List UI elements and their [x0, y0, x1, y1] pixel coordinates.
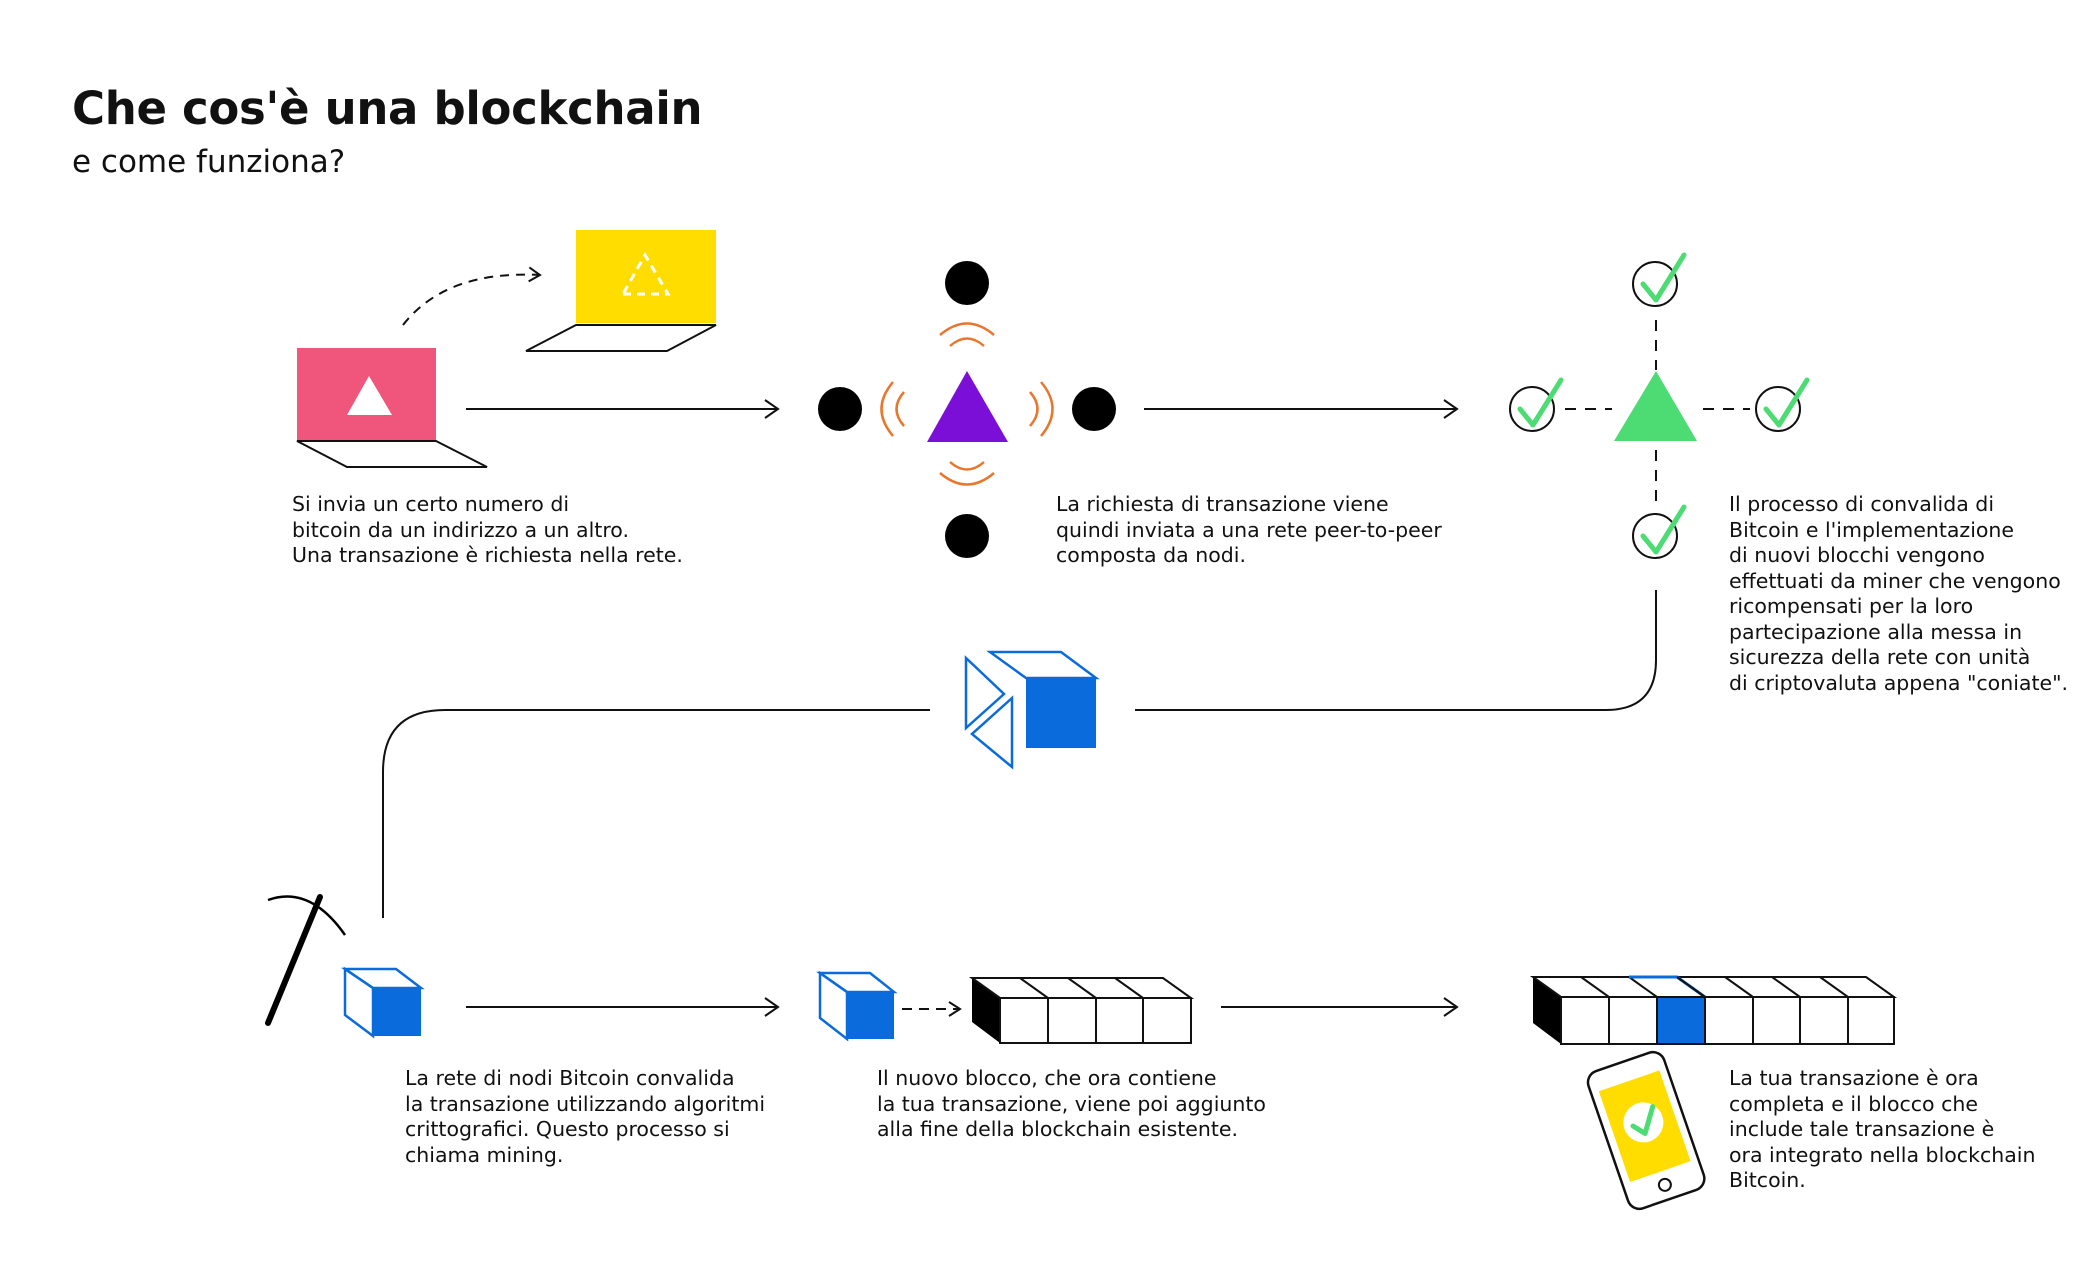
page-subtitle: e come funziona? [72, 144, 346, 180]
validation-checks-icon [1509, 252, 1810, 559]
connector-line-left [382, 709, 930, 918]
blockchain-chain-icon [968, 977, 1195, 1044]
step-complete-text: La tua transazione è ora completa e il b… [1729, 1066, 2036, 1192]
laptop-yellow-icon [525, 230, 717, 352]
block-cube-icon [816, 970, 898, 1042]
step-validation-text: Il processo di convalida di Bitcoin e l'… [1729, 492, 2069, 695]
laptop-pink-icon [296, 348, 488, 468]
block-cube-icon [340, 966, 425, 1039]
peer-network-icon [818, 261, 1116, 558]
pickaxe-icon [265, 894, 347, 1026]
blockchain-chain-icon [1529, 975, 1898, 1045]
connector-line [1135, 590, 1657, 711]
phone-check-icon [1586, 1050, 1706, 1211]
step-send-text: Si invia un certo numero di bitcoin da u… [292, 492, 683, 567]
page-title: Che cos'è una blockchain [72, 82, 703, 135]
blockchain-logo-icon [964, 650, 1100, 770]
dashed-arc-arrow-icon [402, 266, 542, 326]
step-network-text: La richiesta di transazione viene quindi… [1056, 492, 1442, 567]
step-append-text: Il nuovo blocco, che ora contiene la tua… [877, 1066, 1266, 1141]
step-mining-text: La rete di nodi Bitcoin convalida la tra… [405, 1066, 766, 1167]
